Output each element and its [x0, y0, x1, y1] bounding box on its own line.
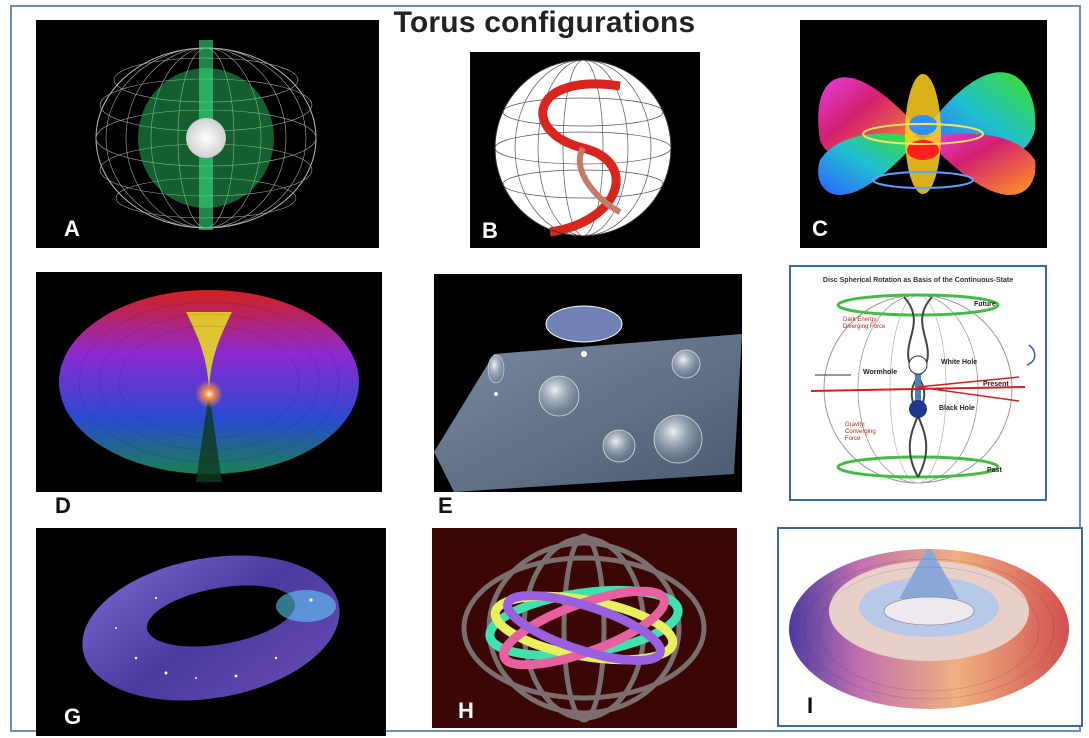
rainbow-torus-image: [818, 72, 1036, 195]
panel-a: A: [36, 20, 379, 248]
torus-spheres-plane-image: [434, 305, 742, 492]
diagram-future-label: Future: [974, 301, 996, 308]
diagram-gravity-label: Gravity: Converging Force: [845, 422, 876, 442]
continuous-state-diagram: [810, 293, 1036, 484]
panel-c: C: [800, 20, 1047, 248]
diagram-past-label: Past: [987, 467, 1002, 474]
diagram-heading: Disc Spherical Rotation as Basis of the …: [822, 277, 1014, 284]
panel-a-label: A: [64, 216, 80, 241]
diagram-wormhole-label: Wormhole: [863, 369, 898, 376]
diagram-present-label: Present: [983, 381, 1009, 388]
panel-b: B: [470, 52, 700, 248]
diagram-dark-energy-label: Dark Energy: Diverging Force: [843, 317, 886, 330]
funnel-torus-image: [789, 549, 1069, 709]
panel-g: G: [36, 528, 386, 736]
panel-c-label: C: [812, 216, 828, 241]
panel-d-label: D: [55, 493, 71, 518]
gradient-torus-image: [59, 290, 359, 482]
panel-h-label: H: [458, 698, 474, 723]
panel-d: [36, 272, 382, 492]
ribbon-torus-image: [461, 533, 707, 723]
panel-g-label: G: [64, 704, 82, 729]
panel-h: H: [432, 528, 737, 728]
galaxy-torus-image: [82, 555, 340, 701]
panel-e-label: E: [438, 493, 453, 518]
diagram-white-hole-label: White Hole: [941, 359, 978, 366]
panel-i-label: I: [807, 693, 814, 718]
diagram-black-hole-label: Black Hole: [939, 405, 975, 412]
panel-b-label: B: [482, 218, 498, 243]
panel-e: [434, 274, 742, 492]
panel-i: I: [777, 527, 1083, 727]
figure-title: Torus configurations: [393, 6, 696, 39]
spiral-sphere-image: [494, 59, 672, 237]
wireframe-torus-image: [95, 40, 317, 230]
panel-f-diagram: Disc Spherical Rotation as Basis of the …: [789, 265, 1047, 501]
figure-frame: [10, 5, 1081, 732]
